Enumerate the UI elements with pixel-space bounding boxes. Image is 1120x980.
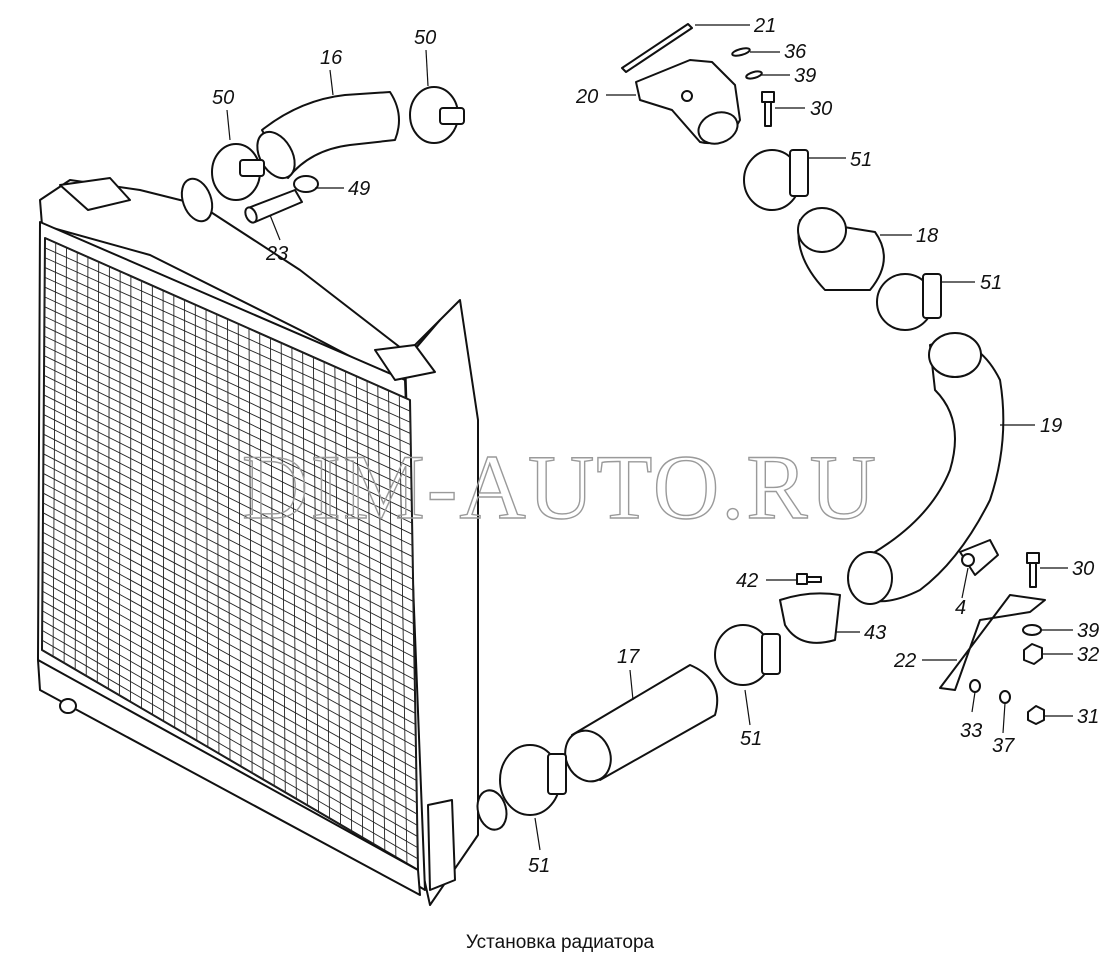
- clamp-49: [293, 175, 319, 193]
- bracket-43: [779, 592, 841, 644]
- bolt-42: [796, 573, 822, 585]
- callout-42: 42: [736, 570, 758, 592]
- clamp-50-left: [211, 143, 265, 201]
- callout-43: 43: [864, 622, 886, 644]
- callout-21: 21: [753, 15, 776, 37]
- radiator: [37, 177, 508, 906]
- callout-49: 49: [348, 178, 370, 200]
- callout-37: 37: [992, 735, 1015, 757]
- callout-39-lower: 39: [1077, 620, 1099, 642]
- radiator-core-grid: [41, 237, 419, 871]
- callout-22: 22: [893, 650, 916, 672]
- fitting-20: [635, 59, 741, 145]
- hose-17: [564, 664, 719, 783]
- drain-tap-4: [959, 539, 999, 576]
- tube-23: [244, 189, 303, 224]
- callout-39-upper: 39: [794, 65, 816, 87]
- nut-31: [1027, 705, 1045, 725]
- callout-51-lower-left: 51: [528, 855, 550, 877]
- callout-31: 31: [1077, 706, 1099, 728]
- hose-16: [256, 91, 400, 180]
- callout-30-lower: 30: [1072, 558, 1094, 580]
- callout-numbers: 16 50 50 49 23 21 36 39 20 30 51 18 51 1…: [212, 15, 1099, 877]
- bracket-22: [939, 594, 1046, 691]
- ring-39-upper: [745, 70, 763, 80]
- hose-19: [847, 332, 1005, 605]
- callout-18: 18: [916, 225, 938, 247]
- clamp-51-middle: [876, 273, 942, 331]
- leader-lines: [226, 24, 1073, 851]
- callout-19: 19: [1040, 415, 1062, 437]
- callout-20: 20: [575, 86, 598, 108]
- bolt-30-lower: [1026, 552, 1040, 588]
- bolt-30-upper: [761, 91, 775, 127]
- callout-50-right: 50: [414, 27, 436, 49]
- callout-30-upper: 30: [810, 98, 832, 120]
- clamp-51-upper: [743, 149, 809, 211]
- clamp-50-right: [409, 86, 465, 144]
- clamp-51-lower-right: [714, 624, 781, 686]
- callout-17: 17: [617, 646, 640, 668]
- nut-37: [999, 690, 1011, 704]
- clamp-51-lower-left: [499, 744, 567, 816]
- callout-51-upper: 51: [850, 149, 872, 171]
- gasket-21: [621, 23, 693, 73]
- washer-33: [969, 679, 981, 693]
- callout-36: 36: [784, 41, 807, 63]
- callout-32: 32: [1077, 644, 1099, 666]
- callout-51-lower-right: 51: [740, 728, 762, 750]
- callout-23: 23: [265, 243, 288, 265]
- ring-36: [731, 47, 751, 57]
- watermark: DIM-AUTO.RU: [242, 436, 878, 538]
- callout-16: 16: [320, 47, 343, 69]
- figure-caption: Установка радиатора: [465, 932, 655, 953]
- callout-50-left: 50: [212, 87, 234, 109]
- hose-18: [797, 207, 885, 291]
- callout-33: 33: [960, 720, 982, 742]
- callout-4: 4: [955, 597, 966, 619]
- washer-39-lower: [1022, 624, 1042, 636]
- callout-51-middle: 51: [980, 272, 1002, 294]
- nut-32: [1023, 643, 1043, 665]
